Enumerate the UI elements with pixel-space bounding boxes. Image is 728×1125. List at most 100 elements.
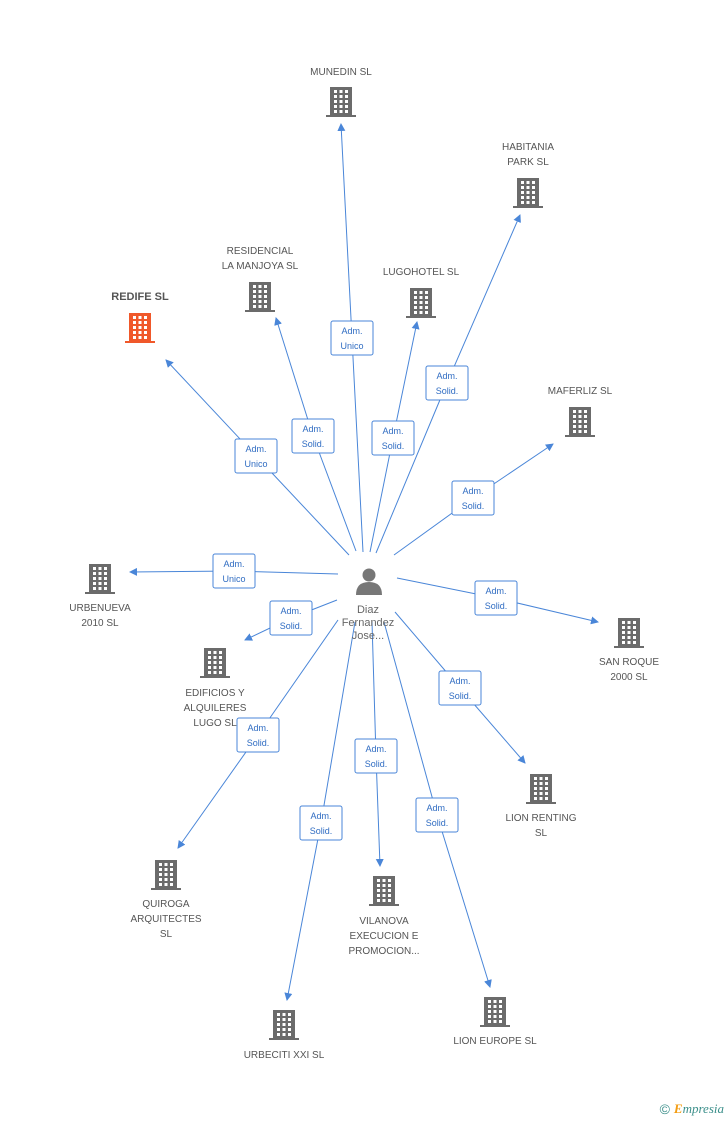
role-badge[interactable]: Adm. Solid. — [371, 420, 415, 456]
role-badge-text: Solid. — [426, 818, 449, 828]
role-badge[interactable]: Adm. Solid. — [299, 805, 343, 841]
company-label: 2010 SL — [81, 618, 119, 629]
edge-habitania: Adm. Solid. — [375, 214, 521, 554]
edge-lioneurope: Adm. Solid. — [383, 621, 492, 988]
role-badge-box — [234, 438, 278, 474]
company-label: EXECUCION E — [350, 931, 419, 942]
edge-redife: Adm.Unico — [165, 359, 350, 556]
role-badge[interactable]: Adm.Solid. — [354, 738, 398, 774]
role-badge-text: Adm. — [245, 444, 266, 454]
role-badge-text: Solid. — [462, 501, 485, 511]
edge-urbeciti: Adm. Solid. — [284, 621, 356, 1001]
role-badge-text: Solid. — [382, 441, 405, 451]
company-node-lionrenting[interactable]: LION RENTING SL — [505, 774, 577, 839]
role-badge-text: Solid. — [449, 691, 472, 701]
company-label: VILANOVA — [359, 916, 409, 927]
company-node-vilanova[interactable]: VILANOVA EXECUCION E PROMOCION... — [348, 876, 420, 957]
role-badge-text: Solid. — [302, 439, 325, 449]
role-badge[interactable]: Adm.Unico — [234, 438, 278, 474]
role-badge[interactable]: Adm.Solid. — [451, 480, 495, 516]
company-label: RESIDENCIAL — [227, 246, 294, 257]
role-badge[interactable]: Adm. Unico — [330, 320, 374, 356]
role-badge-text: Solid. — [436, 386, 459, 396]
company-label: LUGO SL — [193, 718, 237, 729]
person-name-label: Fernandez — [342, 617, 395, 629]
role-badge-box — [236, 717, 280, 753]
edge-quiroga: Adm. Solid. — [177, 619, 339, 849]
role-badge[interactable]: Adm.Solid. — [474, 580, 518, 616]
brand-logo[interactable]: Empresia — [673, 1101, 724, 1116]
role-badge-box — [354, 738, 398, 774]
role-badge-text: Unico — [222, 574, 245, 584]
role-badge-text: Unico — [340, 341, 363, 351]
company-label: PROMOCION... — [348, 946, 419, 957]
role-badge-text: Adm. — [449, 676, 470, 686]
person-icon — [356, 568, 382, 595]
role-badge-text: Adm. — [302, 424, 323, 434]
role-badge-box — [269, 600, 313, 636]
role-badge-box — [474, 580, 518, 616]
role-badge-text: Adm. — [426, 803, 447, 813]
company-label: HABITANIA — [502, 142, 554, 153]
company-node-munedin[interactable]: MUNEDIN SL — [310, 67, 372, 117]
edge-sanroque: Adm.Solid. — [396, 577, 599, 625]
role-badge-box — [371, 420, 415, 456]
role-badge-text: Adm. — [223, 559, 244, 569]
company-node-lugohotel[interactable]: LUGOHOTEL SL — [383, 267, 460, 318]
role-badge-box — [425, 365, 469, 401]
company-label: ARQUITECTES — [130, 914, 201, 925]
building-icon — [614, 618, 644, 648]
role-badge-text: Adm. — [280, 606, 301, 616]
building-icon — [565, 407, 595, 437]
edge-maferliz: Adm.Solid. — [393, 443, 554, 556]
role-badge-text: Solid. — [280, 621, 303, 631]
company-node-residencial[interactable]: RESIDENCIAL LA MANJOYA SL — [222, 246, 299, 312]
role-badge[interactable]: Adm. Solid. — [415, 797, 459, 833]
role-badge-box — [438, 670, 482, 706]
building-icon — [513, 178, 543, 208]
role-badge-text: Adm. — [310, 811, 331, 821]
company-label: REDIFE SL — [111, 291, 169, 303]
edge-urbenueva: Adm. Unico — [129, 553, 339, 589]
company-node-redife[interactable]: REDIFE SL — [111, 291, 169, 343]
role-badge-box — [330, 320, 374, 356]
center-person-node[interactable]: DiazFernandezJose... — [342, 568, 395, 643]
role-badge[interactable]: Adm.Solid. — [236, 717, 280, 753]
role-badge-text: Solid. — [365, 759, 388, 769]
company-label: 2000 SL — [610, 672, 648, 683]
edge-edificios: Adm. Solid. — [244, 599, 338, 641]
role-badge[interactable]: Adm. Solid. — [438, 670, 482, 706]
company-label: LA MANJOYA SL — [222, 261, 299, 272]
role-badge[interactable]: Adm. Unico — [212, 553, 256, 589]
building-icon — [125, 313, 155, 343]
edges-layer: Adm.UnicoAdm.Solid.Adm.Solid.Adm.Solid.A… — [129, 123, 599, 1001]
building-icon — [406, 288, 436, 318]
company-node-lioneurope[interactable]: LION EUROPE SL — [453, 997, 537, 1047]
person-name-label: Jose... — [352, 630, 384, 642]
company-label: LION EUROPE SL — [453, 1036, 537, 1047]
role-badge-text: Solid. — [247, 738, 270, 748]
role-badge[interactable]: Adm. Solid. — [269, 600, 313, 636]
building-icon — [269, 1010, 299, 1040]
building-icon — [245, 282, 275, 312]
company-label: EDIFICIOS Y — [185, 688, 245, 699]
company-label: LION RENTING — [505, 813, 576, 824]
copyright-icon: © — [659, 1101, 670, 1117]
role-badge-text: Adm. — [341, 326, 362, 336]
company-node-maferliz[interactable]: MAFERLIZ SL — [548, 386, 613, 437]
company-label: LUGOHOTEL SL — [383, 267, 460, 278]
role-badge[interactable]: Adm.Solid. — [425, 365, 469, 401]
company-label: MUNEDIN SL — [310, 67, 372, 78]
company-label: SL — [535, 828, 548, 839]
building-icon — [480, 997, 510, 1027]
role-badge-text: Adm. — [382, 426, 403, 436]
building-icon — [369, 876, 399, 906]
company-node-urbeciti[interactable]: URBECITI XXI SL — [244, 1010, 325, 1061]
role-badge-text: Solid. — [310, 826, 333, 836]
role-badge[interactable]: Adm. Solid. — [291, 418, 335, 454]
